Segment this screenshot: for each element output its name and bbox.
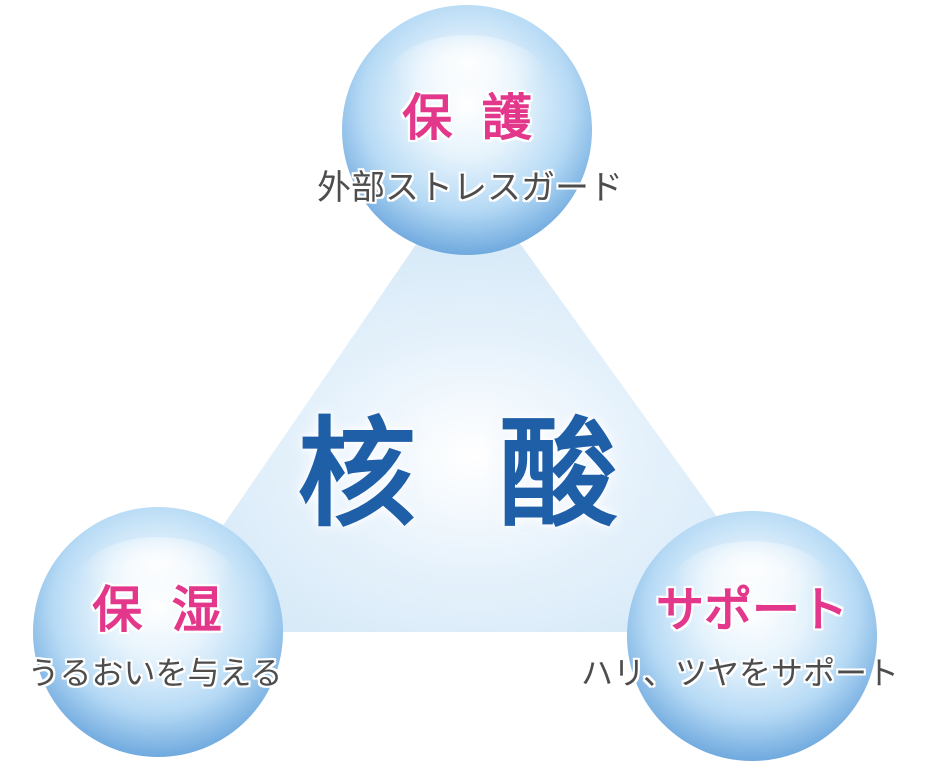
right-node-title: サポート bbox=[655, 582, 849, 638]
right-node-subtitle: ハリ、ツヤをサポート bbox=[580, 654, 900, 692]
top-node-title: 保 護 bbox=[402, 89, 538, 147]
triangle-shape bbox=[150, 170, 800, 632]
top-node-subtitle: 外部ストレスガード bbox=[317, 168, 623, 208]
sphere-right bbox=[627, 511, 877, 761]
sphere-left bbox=[33, 507, 283, 757]
left-node-subtitle: うるおいを与える bbox=[27, 654, 283, 692]
left-node-title: 保 湿 bbox=[92, 581, 228, 639]
center-label: 核 酸 bbox=[297, 404, 639, 543]
sphere-top bbox=[342, 5, 592, 255]
